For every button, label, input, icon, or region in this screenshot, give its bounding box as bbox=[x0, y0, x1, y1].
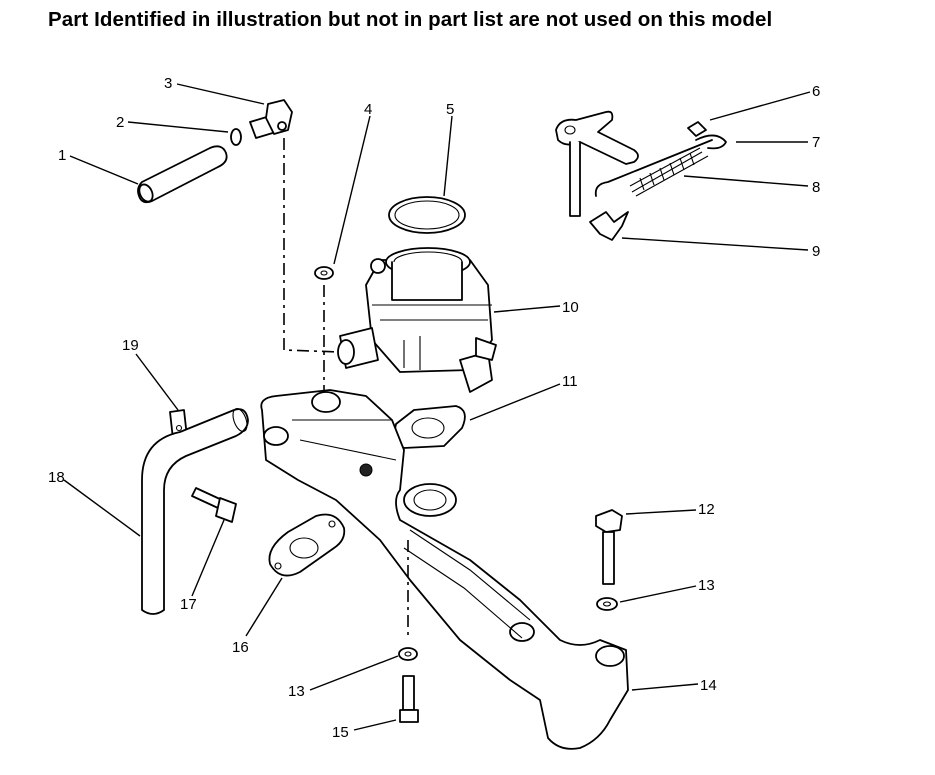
part-18-tube bbox=[141, 407, 249, 615]
part-2-clamp bbox=[230, 128, 242, 146]
alignment-line bbox=[283, 138, 341, 353]
callout-2: 2 bbox=[116, 114, 124, 131]
callout-5: 5 bbox=[446, 101, 454, 118]
part-10-carburetor bbox=[337, 247, 497, 393]
callout-16: 16 bbox=[232, 639, 249, 656]
part-14-manifold bbox=[260, 389, 629, 750]
callout-18: 18 bbox=[48, 469, 65, 486]
callout-15: 15 bbox=[332, 724, 349, 741]
part-linkage-bracket bbox=[555, 110, 639, 217]
callout-3: 3 bbox=[164, 75, 172, 92]
callout-7: 7 bbox=[812, 134, 820, 151]
part-15-bolt bbox=[399, 675, 419, 723]
part-8-spring bbox=[594, 139, 713, 197]
callout-1: 1 bbox=[58, 147, 66, 164]
callout-labels: 1 2 3 4 5 6 7 8 9 10 11 12 13 13 14 15 1… bbox=[48, 75, 820, 741]
part-12-bolt bbox=[595, 509, 623, 585]
part-13-washer-lower bbox=[398, 647, 418, 661]
callout-14: 14 bbox=[700, 677, 717, 694]
part-5-gasket bbox=[388, 196, 466, 234]
page-title: Part Identified in illustration but not … bbox=[48, 8, 773, 31]
callout-9: 9 bbox=[812, 243, 820, 260]
part-17-bolt bbox=[191, 487, 237, 523]
part-3-fitting bbox=[249, 99, 293, 139]
part-11-gasket bbox=[394, 405, 466, 449]
part-7-link bbox=[695, 134, 727, 150]
part-6-clip bbox=[687, 121, 707, 137]
callout-11: 11 bbox=[562, 373, 578, 390]
callout-6: 6 bbox=[812, 83, 820, 100]
part-1-hose bbox=[137, 145, 228, 204]
part-4-washer bbox=[314, 266, 334, 280]
callout-12: 12 bbox=[698, 501, 715, 518]
callout-13-lower: 13 bbox=[288, 683, 305, 700]
callout-8: 8 bbox=[812, 179, 820, 196]
part-13-washer-upper bbox=[596, 597, 618, 611]
callout-10: 10 bbox=[562, 299, 579, 316]
callout-4: 4 bbox=[364, 101, 372, 118]
leader-lines bbox=[63, 83, 811, 731]
part-9-clip bbox=[589, 211, 629, 241]
callout-13-upper: 13 bbox=[698, 577, 715, 594]
part-16-gasket bbox=[268, 513, 346, 577]
callout-17: 17 bbox=[180, 596, 197, 613]
callout-19: 19 bbox=[122, 337, 139, 354]
